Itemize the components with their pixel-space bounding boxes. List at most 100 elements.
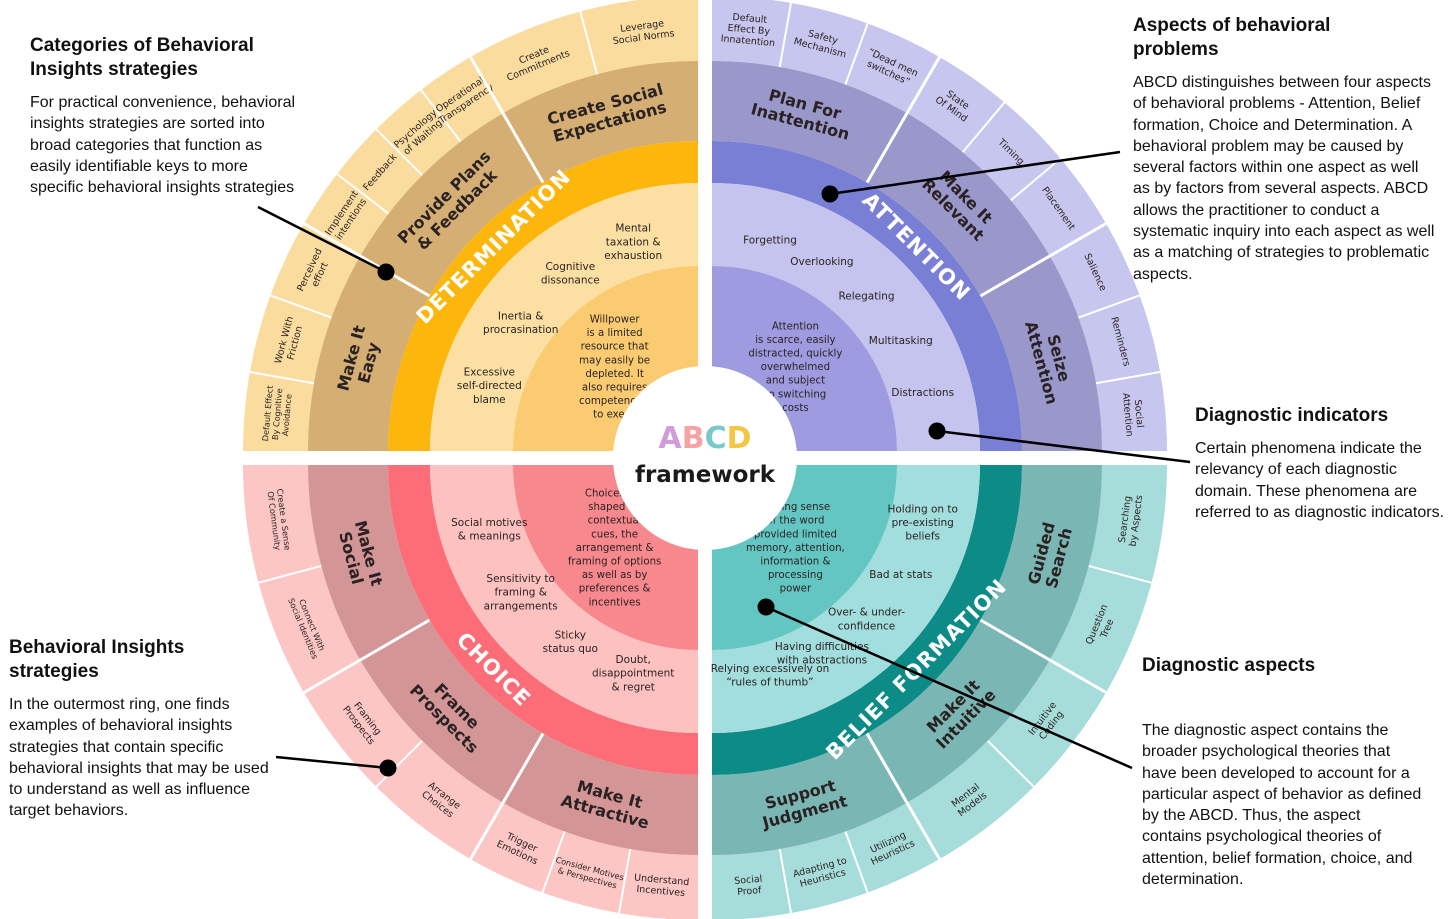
diagnostic-indicator-line: Cognitive	[545, 261, 595, 273]
aspect-description-line: distracted, quickly	[748, 349, 842, 360]
attention-example-divider	[961, 101, 1006, 153]
determination-example-divider	[270, 294, 332, 319]
choice-examples-ring	[243, 465, 698, 919]
aspect-description-line: Choices are	[585, 489, 645, 500]
callout-indicators-dot	[928, 422, 946, 440]
strategy-example-line: Effect By	[727, 23, 771, 38]
aspect-description-line: shaped by	[588, 502, 641, 513]
strategy-example-line: Social	[1132, 399, 1145, 428]
attention-strategies-ring	[712, 61, 1102, 451]
callout-categories-line	[257, 205, 387, 274]
note-diagnostic-aspects-body: The diagnostic aspect contains the broad…	[1142, 722, 1422, 889]
diagnostic-indicator-line: Over- & under-	[828, 607, 905, 619]
diagnostic-indicator: Over- & under-confidence	[828, 607, 905, 633]
aspect-description-line: framing of options	[568, 557, 662, 568]
diagnostic-indicator-line: Forgetting	[743, 234, 797, 246]
note-categories-title: Categories of Behavioral Insights strate…	[30, 35, 254, 80]
choice-strategy-divider	[469, 732, 545, 860]
strategy-example-line: Proof	[737, 885, 763, 898]
determination-example-divider	[420, 89, 462, 143]
note-categories-body: For practical convenience, behavioral in…	[30, 94, 296, 197]
diagnostic-indicator-line: Bad at stats	[869, 569, 932, 581]
aspect-description-line: and subject	[766, 376, 825, 387]
aspect-description-line: competencies	[579, 396, 650, 407]
determination-examples-ring	[243, 0, 698, 451]
diagnostic-indicator-line: arrangements	[484, 600, 558, 612]
aspect-description-line: is scarce, easily	[755, 335, 835, 346]
abcd-letter: D	[727, 421, 752, 456]
choice-example-divider	[375, 740, 423, 788]
belief-strategy-divider	[979, 618, 1107, 694]
belief-strategy-divider	[865, 732, 941, 860]
aspect-description-line: as well as by	[582, 570, 648, 581]
strategy-example-line: Avoidance	[280, 394, 294, 437]
attention-example-divider	[778, 2, 792, 68]
attention-strategy-divider	[979, 222, 1107, 298]
choice-indicators-ring	[430, 465, 698, 733]
diagnostic-indicator-line: Distractions	[891, 387, 954, 399]
aspect-description-line: Making sense	[761, 502, 831, 513]
diagnostic-indicator: Overlooking	[790, 256, 853, 268]
belief-example-divider	[987, 740, 1035, 788]
note-indicators: Diagnostic indicators Certain phenomena …	[1195, 404, 1450, 523]
diagnostic-indicator: Inertia &procrasination	[483, 311, 558, 337]
aspect-description-line: information &	[760, 557, 830, 568]
diagnostic-indicator-line: “rules of thumb”	[726, 677, 813, 689]
diagnostic-indicator-line: beliefs	[905, 531, 940, 543]
choice-example-divider	[618, 848, 632, 914]
diagnostic-indicator-line: Having difficulties	[775, 641, 869, 653]
callout-aspects-dot	[821, 185, 839, 203]
diagnostic-indicator: Cognitive dissonance	[541, 261, 600, 287]
aspect-description-line: provided limited	[754, 529, 837, 540]
diagnostic-indicator-line: exhaustion	[604, 250, 662, 262]
aspect-description-line: overwhelmed	[761, 362, 830, 373]
note-strategies-body: In the outermost ring, one finds example…	[9, 696, 269, 820]
attention-indicators-ring	[712, 183, 980, 451]
aspect-description-line: is a limited	[587, 328, 643, 339]
diagnostic-indicator-line: framing &	[494, 587, 546, 599]
diagnostic-indicator-line: dissonance	[541, 275, 600, 287]
center-circle	[613, 366, 797, 550]
determination-example-divider	[579, 11, 599, 75]
callout-aspects-line	[829, 150, 1121, 196]
belief-example-divider	[778, 848, 792, 914]
note-indicators-title: Diagnostic indicators	[1195, 405, 1389, 426]
callout-diagnostic-aspects-line	[765, 605, 1133, 770]
callout-categories-dot	[377, 263, 395, 281]
callout-indicators-line	[936, 429, 1191, 464]
aspect-description-line: also requires	[582, 383, 647, 394]
callout-indicators	[928, 422, 1191, 464]
aspect-description-line: resource that	[581, 342, 649, 353]
choice-aspect-ring	[388, 465, 698, 775]
diagnostic-indicator-line: Excessive	[464, 367, 515, 379]
strategy-example-line: Default	[732, 12, 768, 26]
aspect-description-line: of the word	[766, 516, 824, 527]
determination-strategy-divider	[469, 56, 545, 184]
strategy-example-line: Default Effect	[260, 384, 275, 442]
callout-diagnostic-aspects-dot	[757, 598, 775, 616]
diagnostic-indicator-line: procrasination	[483, 324, 558, 336]
belief-example-divider	[1088, 564, 1152, 584]
note-diagnostic-aspects-title: Diagnostic aspects	[1142, 655, 1316, 676]
note-indicators-body: Certain phenomena indicate the relevancy…	[1195, 440, 1445, 521]
aspect-description-line: depleted. It	[585, 369, 644, 380]
aspect-description-line: preferences &	[579, 584, 651, 595]
framework-label: framework	[635, 462, 776, 488]
choice-strategies-ring	[308, 465, 698, 855]
belief-aspect-ring	[712, 465, 1022, 775]
aspect-description-line: processing	[768, 570, 823, 581]
